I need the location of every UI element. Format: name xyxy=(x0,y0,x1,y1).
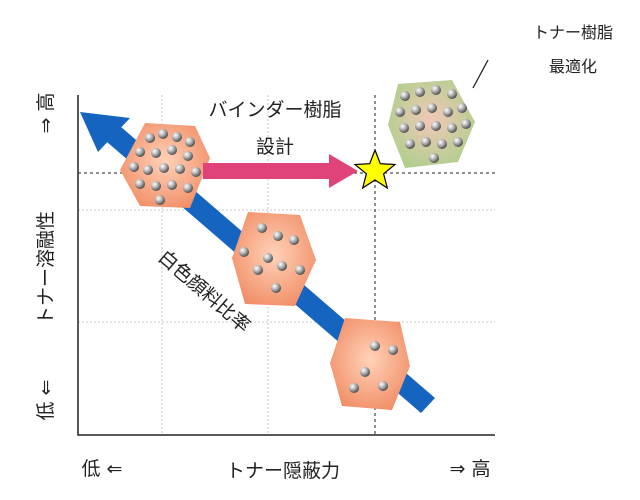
pigment-bead-icon xyxy=(447,89,457,99)
pigment-bead-icon xyxy=(167,180,177,190)
pigment-bead-icon xyxy=(185,137,195,147)
pigment-bead-icon xyxy=(415,121,425,131)
annotation-line1: トナー樹脂 xyxy=(533,23,613,42)
pigment-bead-icon xyxy=(461,119,471,129)
pigment-bead-icon xyxy=(257,223,267,233)
binder-arrow xyxy=(203,154,358,188)
pigment-bead-icon xyxy=(271,283,281,293)
pigment-bead-icon xyxy=(135,179,145,189)
pigment-bead-icon xyxy=(289,235,299,245)
pigment-bead-icon xyxy=(151,181,161,191)
x-axis-high-label: ⇒ 高 xyxy=(450,458,491,480)
annotation-line2: 最適化 xyxy=(549,57,597,76)
pigment-bead-icon xyxy=(172,132,182,142)
pigment-bead-icon xyxy=(253,265,263,275)
pigment-bead-icon xyxy=(421,137,431,147)
pigment-bead-icon xyxy=(443,107,453,117)
pigment-bead-icon xyxy=(395,107,405,117)
star-icon xyxy=(353,148,397,190)
pigment-bead-icon xyxy=(277,261,287,271)
pigment-bead-icon xyxy=(145,133,155,143)
pigment-bead-icon xyxy=(405,139,415,149)
pigment-arrow-head xyxy=(80,112,130,152)
pigment-bead-icon xyxy=(399,123,409,133)
pigment-bead-icon xyxy=(239,247,249,257)
pigment-bead-icon xyxy=(263,253,273,263)
pigment-bead-icon xyxy=(175,164,185,174)
pigment-bead-icon xyxy=(437,139,447,149)
pigment-bead-icon xyxy=(400,91,410,101)
y-axis-title: トナー溶融性 xyxy=(35,211,57,325)
pigment-bead-icon xyxy=(447,123,457,133)
pigment-bead-icon xyxy=(378,381,388,391)
pigment-bead-icon xyxy=(431,121,441,131)
pigment-bead-icon xyxy=(158,129,168,139)
pigment-bead-icon xyxy=(159,163,169,173)
pigment-bead-icon xyxy=(453,137,463,147)
pigment-bead-icon xyxy=(167,145,177,155)
pigment-bead-icon xyxy=(143,165,153,175)
toner-particle-3 xyxy=(330,318,410,410)
pigment-bead-icon xyxy=(431,85,441,95)
binder-arrow-shaft xyxy=(203,163,331,179)
pigment-bead-icon xyxy=(415,87,425,97)
pigment-bead-icon xyxy=(151,148,161,158)
pigment-bead-icon xyxy=(129,162,139,172)
pigment-bead-icon xyxy=(135,147,145,157)
pigment-bead-icon xyxy=(457,103,467,113)
pigment-bead-icon xyxy=(429,153,439,163)
pigment-bead-icon xyxy=(411,105,421,115)
pigment-bead-icon xyxy=(183,183,193,193)
pigment-bead-icon xyxy=(155,195,165,205)
pigment-bead-icon xyxy=(360,367,370,377)
x-axis-title: トナー隠蔽力 xyxy=(226,460,340,482)
pigment-bead-icon xyxy=(427,103,437,113)
pigment-bead-icon xyxy=(295,265,305,275)
annotation-leader-line xyxy=(472,59,489,89)
y-axis-low-label: 低 ⇐ xyxy=(35,380,57,421)
pigment-bead-icon xyxy=(273,231,283,241)
x-axis-low-label: 低 ⇐ xyxy=(82,458,123,480)
pigment-bead-icon xyxy=(191,167,201,177)
pigment-bead-icon xyxy=(183,151,193,161)
toner-particle-body xyxy=(330,318,410,410)
plot-frame xyxy=(77,95,495,436)
y-axis-high-label: ⇒ 高 xyxy=(35,93,57,134)
pigment-bead-icon xyxy=(388,345,398,355)
pigment-bead-icon xyxy=(349,383,359,393)
pigment-beads xyxy=(129,85,471,393)
binder-arrow-head xyxy=(329,154,358,188)
binder-arrow-label-line1: バインダー樹脂 xyxy=(208,99,341,121)
pigment-bead-icon xyxy=(370,341,380,351)
binder-arrow-label-line2: 設計 xyxy=(256,136,294,158)
